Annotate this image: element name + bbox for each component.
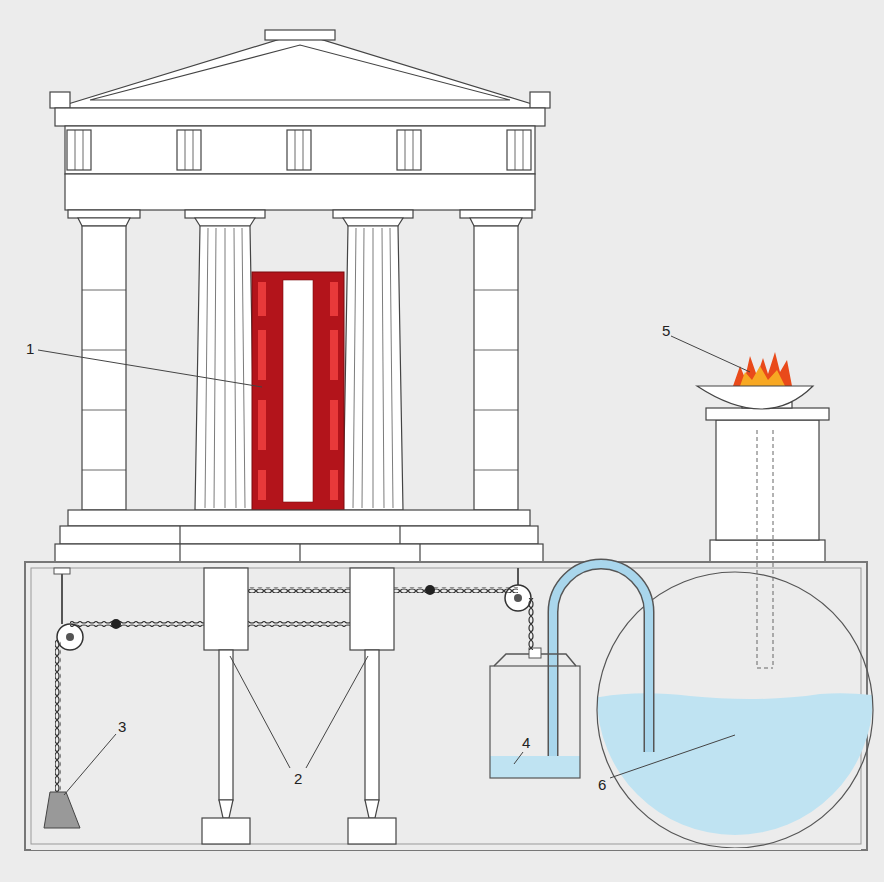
callout-number: 1 (24, 340, 36, 357)
callout-number: 2 (292, 770, 304, 787)
callout-number: 4 (520, 734, 532, 751)
callout-number: 5 (660, 322, 672, 339)
callout-number: 6 (596, 776, 608, 793)
callout-number: 3 (116, 718, 128, 735)
